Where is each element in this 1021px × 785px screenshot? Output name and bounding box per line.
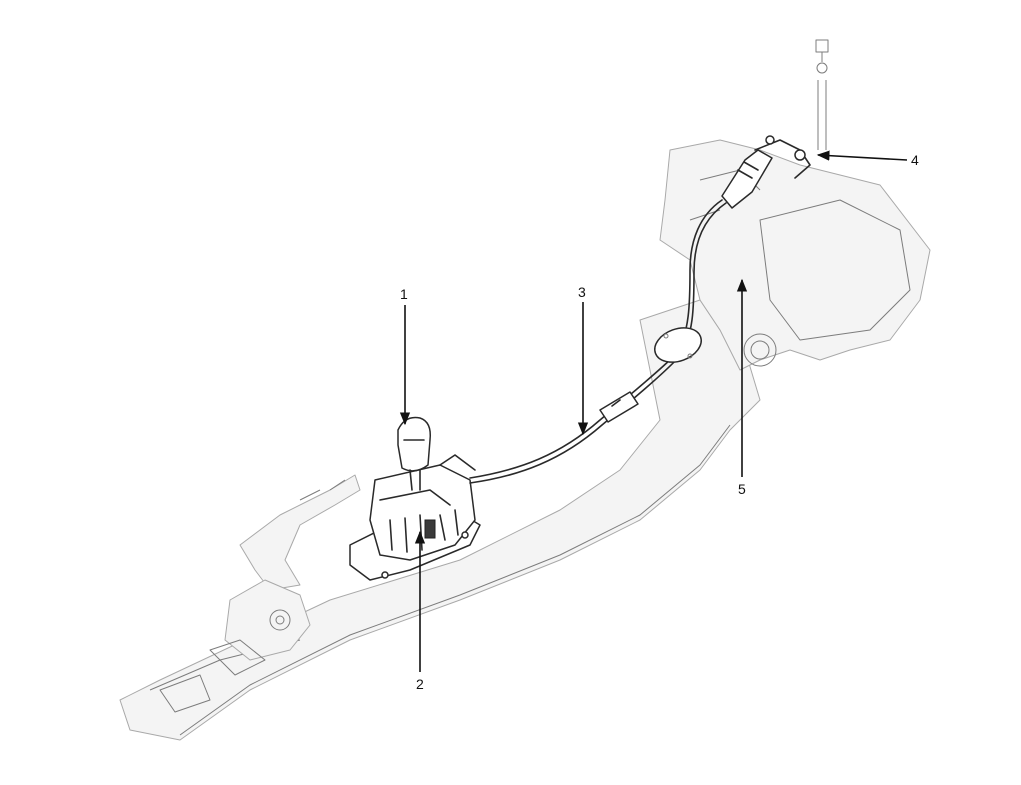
callout-4: 4 [911, 152, 919, 168]
callout-5: 5 [738, 481, 746, 497]
cable-grommet-plate [654, 327, 702, 363]
leader-4 [816, 150, 908, 161]
dipstick-tube [815, 39, 829, 150]
parking-brake-assembly [209, 474, 361, 676]
callout-2: 2 [416, 676, 424, 692]
shift-lever-assembly [349, 454, 481, 581]
callout-1: 1 [400, 286, 408, 302]
callout-3: 3 [578, 284, 586, 300]
leader-lines [399, 150, 908, 672]
callout-labels: 1 2 3 4 5 [400, 152, 919, 692]
